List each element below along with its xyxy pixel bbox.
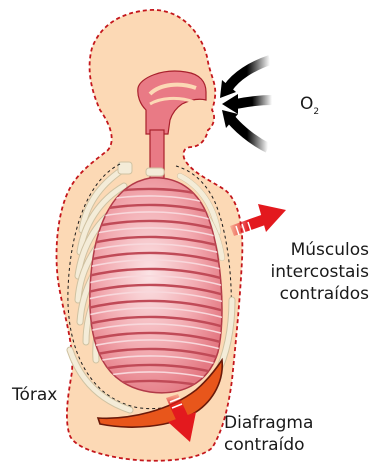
muscles-label: Músculos intercostais contraídos [270,239,369,305]
diaphragm-label-line2: contraído [224,434,313,456]
thorax-label: Tórax [12,384,57,406]
muscles-label-line3: contraídos [270,283,369,305]
air-inflow-arrows [220,60,272,148]
muscles-label-line2: intercostais [270,261,369,283]
oxygen-symbol: O [300,94,313,114]
diaphragm-label-line1: Diafragma [224,412,313,434]
oxygen-label: O2 [300,93,319,118]
muscles-label-line1: Músculos [270,239,369,261]
diaphragm-label: Diafragma contraído [224,412,313,456]
oxygen-subscript: 2 [313,107,319,117]
